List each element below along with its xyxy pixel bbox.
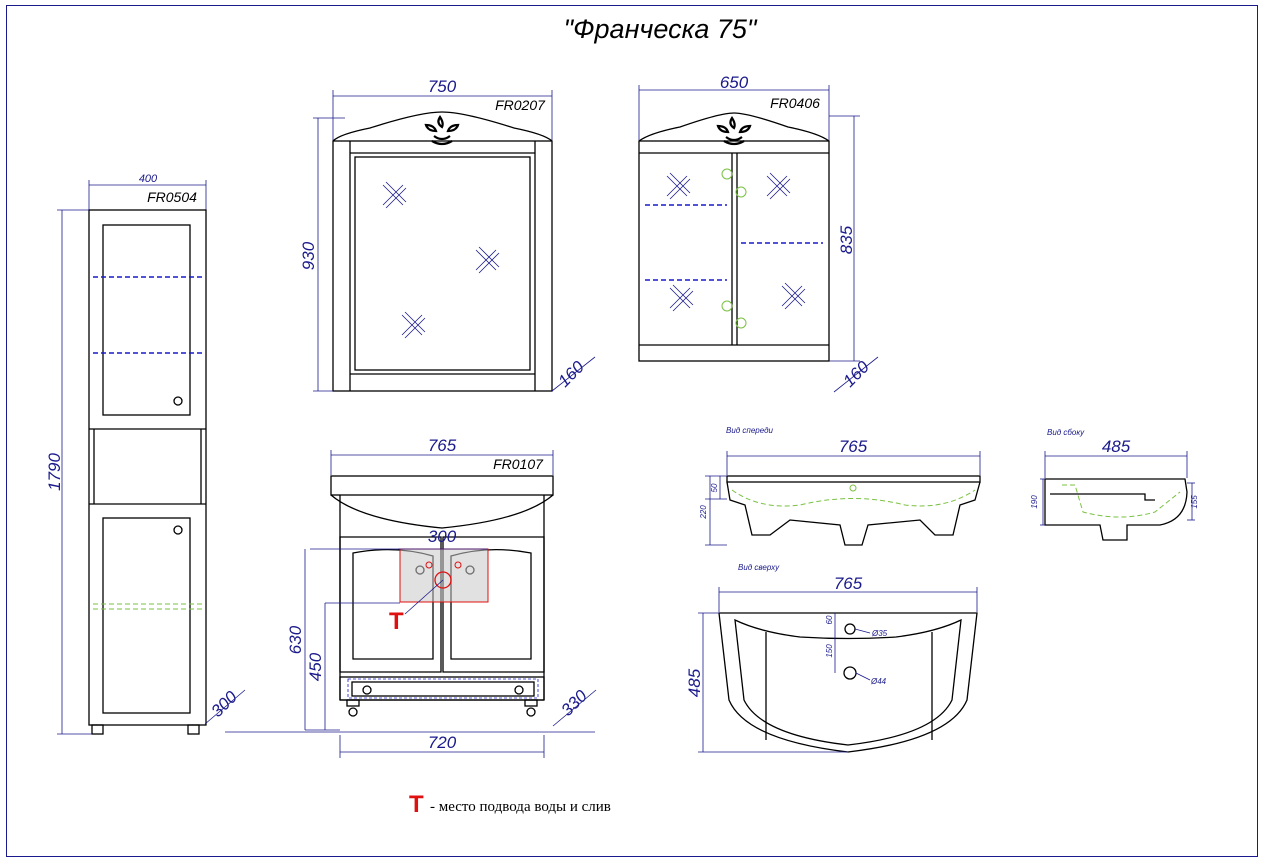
legend-symbol: T — [409, 791, 424, 818]
mirror-height: 930 — [299, 241, 318, 270]
basin-side-depth: 485 — [1102, 437, 1131, 456]
basin-side-view: Вид сбоку 485 190 155 — [1030, 428, 1199, 541]
basin-top-offset-b: 150 — [825, 644, 834, 658]
vanity: 765 FR0107 300 T 630 450 — [225, 436, 597, 758]
drawing-frame — [6, 5, 1258, 857]
front-view-label: Вид спереди — [726, 426, 774, 435]
glass-mark-5 — [766, 172, 791, 200]
vanity-height-total: 630 — [286, 625, 305, 654]
mirror-width: 750 — [428, 77, 457, 96]
pencil-case-depth: 300 — [207, 687, 241, 721]
mirror-cabinet-depth: 160 — [839, 357, 873, 391]
mirror-cabinet-height: 835 — [837, 225, 856, 254]
basin-side-height-a: 190 — [1030, 495, 1039, 509]
vanity-depth: 330 — [557, 686, 591, 720]
mirror-cabinet-width: 650 — [720, 73, 749, 92]
basin-top-depth: 485 — [685, 668, 704, 697]
mirror: 750 FR0207 930 160 — [299, 77, 596, 392]
pencil-case-code: FR0504 — [147, 189, 197, 205]
glass-mark-1 — [382, 181, 407, 209]
glass-mark-7 — [781, 282, 806, 310]
water-supply-zone — [399, 548, 489, 603]
mirror-cabinet: 650 FR0406 — [638, 73, 879, 393]
basin-front-rim: 50 — [710, 483, 719, 492]
mirror-depth: 160 — [554, 357, 588, 391]
basin-front-height: 220 — [699, 505, 708, 520]
top-view-label: Вид сверху — [738, 563, 780, 572]
water-supply-marker: T — [389, 608, 404, 635]
glass-mark-6 — [669, 284, 694, 312]
vanity-code: FR0107 — [493, 456, 544, 472]
vanity-width-top: 765 — [428, 436, 457, 455]
vanity-width-bottom: 720 — [428, 733, 457, 752]
vanity-height-mid: 450 — [306, 652, 325, 681]
legend: T - место подвода воды и слив — [409, 791, 611, 818]
pencil-case: 400 FR0504 1790 300 — [45, 173, 246, 735]
mirror-code: FR0207 — [495, 97, 546, 113]
mirror-cabinet-code: FR0406 — [770, 95, 820, 111]
glass-mark-3 — [401, 311, 426, 339]
pencil-case-height: 1790 — [45, 453, 64, 491]
glass-mark-2 — [475, 246, 500, 274]
basin-side-height-b: 155 — [1190, 495, 1199, 509]
side-view-label: Вид сбоку — [1047, 428, 1085, 437]
vanity-inset: 300 — [428, 527, 457, 546]
drawing-title: "Франческа 75" — [563, 14, 757, 44]
basin-top-hole-b: Ø44 — [870, 677, 887, 686]
glass-mark-4 — [666, 172, 691, 200]
basin-top-view: Вид сверху 765 60 150 Ø35 Ø44 485 — [685, 563, 978, 753]
basin-front-view: Вид спереди 765 50 220 — [699, 426, 981, 546]
legend-text: - место подвода воды и слив — [430, 799, 611, 815]
basin-front-width: 765 — [839, 437, 868, 456]
basin-top-hole-a: Ø35 — [871, 629, 888, 638]
pencil-case-width: 400 — [139, 173, 158, 185]
basin-top-offset-a: 60 — [825, 615, 834, 624]
basin-top-width: 765 — [834, 574, 863, 593]
